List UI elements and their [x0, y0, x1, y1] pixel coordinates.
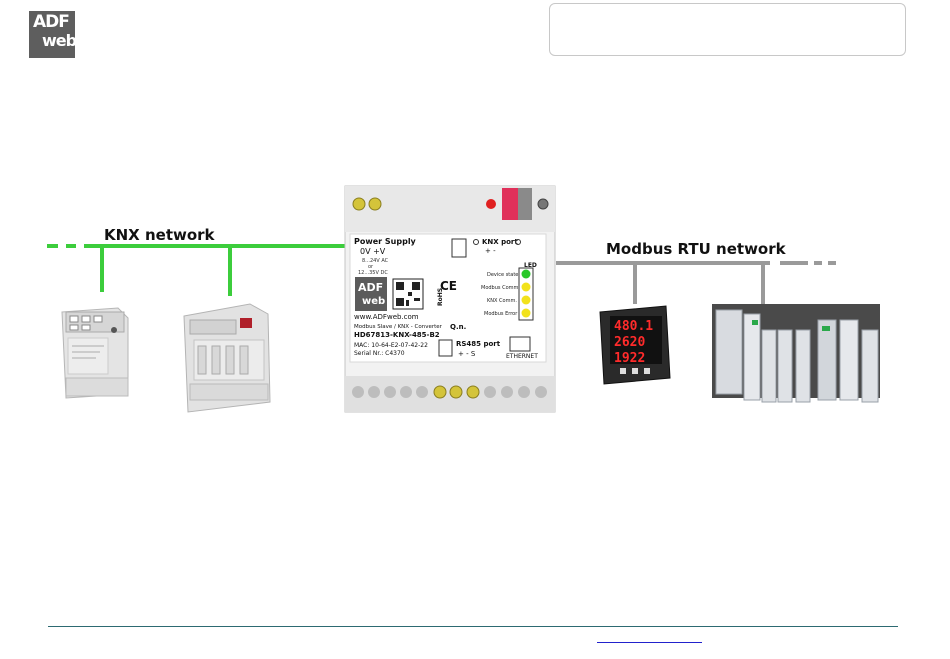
- footer-link[interactable]: [597, 628, 702, 643]
- footer-divider: [48, 626, 898, 627]
- meter-line-1: 480.1: [614, 319, 653, 334]
- rs485-port-label: RS485 port: [456, 340, 501, 348]
- energy-meter: 480.1 2620 1922: [599, 305, 671, 385]
- led-modbus-comm: [521, 282, 531, 292]
- plc-rack: [712, 304, 880, 403]
- power-switch: [451, 238, 467, 258]
- device-brand-bottom: web: [362, 296, 385, 307]
- knx-network-label: KNX network: [104, 226, 215, 244]
- led-title: LED: [524, 262, 537, 269]
- header-info-box: [549, 3, 906, 56]
- adfweb-logo: ADF web: [29, 11, 77, 58]
- device-mac: MAC: 10-64-E2-07-42-22: [354, 342, 428, 349]
- meter-line-2: 2620: [614, 335, 645, 350]
- device-brand-top: ADF: [358, 281, 383, 294]
- modbus-network-label: Modbus RTU network: [606, 240, 786, 258]
- converter-device: Power Supply 0V +V 8...24V AC or 12...35…: [344, 185, 556, 413]
- meter-line-3: 1922: [614, 351, 645, 366]
- ethernet-port: [509, 336, 531, 352]
- knx-network-line: [47, 244, 346, 296]
- led-modbus-comm-label: Modbus Comm.: [481, 285, 520, 291]
- voltage-labels: 0V +V: [360, 247, 386, 256]
- knx-port-pins: + -: [485, 247, 496, 255]
- knx-actuator-1: [61, 307, 129, 399]
- ce-mark: CE: [440, 279, 457, 293]
- rs485-pins: + - S: [458, 350, 476, 358]
- led-device-state: [521, 269, 531, 279]
- voltage-or: or: [368, 264, 374, 270]
- website-text: www.ADFweb.com: [354, 313, 419, 321]
- device-brand-logo: [355, 277, 387, 311]
- rs485-switch: [438, 339, 453, 357]
- led-knx-comm: [521, 295, 531, 305]
- logo-text-top: ADF: [33, 12, 70, 32]
- device-subtitle: Modbus Slave / KNX - Converter: [354, 324, 443, 330]
- led-device-state-label: Device state: [487, 272, 518, 278]
- diagram-svg: Power Supply 0V +V 8...24V AC or 12...35…: [47, 185, 880, 413]
- voltage-ac: 8...24V AC: [362, 258, 389, 264]
- modbus-network-line: [556, 261, 836, 304]
- voltage-dc: 12...35V DC: [358, 270, 388, 276]
- device-serial: Serial Nr.: C4370: [354, 350, 405, 357]
- knx-actuator-2: [183, 303, 271, 413]
- led-modbus-error: [521, 308, 531, 318]
- device-model: HD67813-KNX-485-B2: [354, 331, 440, 339]
- logo-text-bottom: web: [42, 31, 77, 50]
- led-knx-comm-label: KNX Comm.: [487, 298, 517, 304]
- rohs-mark: RoHS: [437, 288, 444, 306]
- ethernet-label: ETHERNET: [506, 353, 538, 360]
- led-modbus-error-label: Modbus Error: [484, 311, 518, 317]
- connection-diagram: Power Supply 0V +V 8...24V AC or 12...35…: [0, 180, 950, 420]
- knx-port-label: KNX port: [482, 238, 518, 246]
- power-supply-label: Power Supply: [354, 237, 417, 246]
- qn-label: Q.n.: [450, 323, 466, 331]
